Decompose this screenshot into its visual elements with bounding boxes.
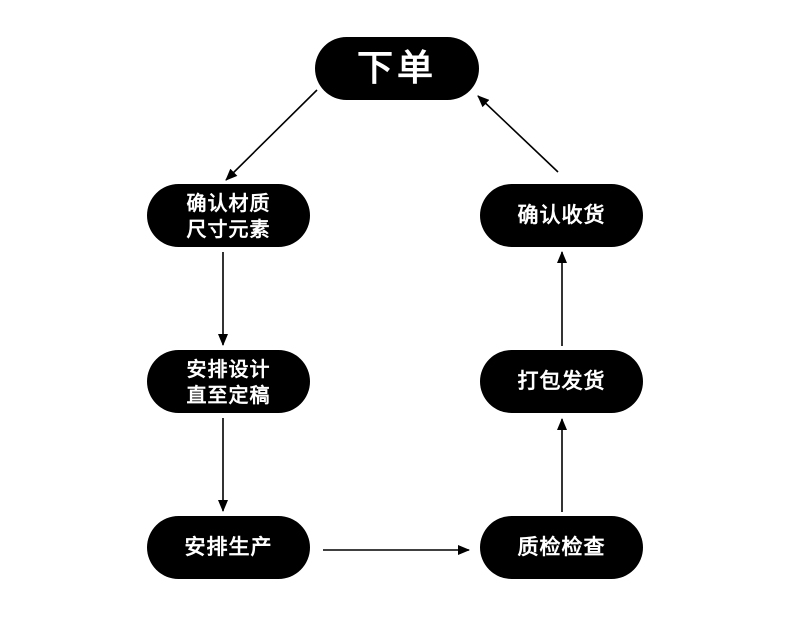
node-arrange-design-line-1: 安排设计 <box>186 356 271 381</box>
node-pack-ship: 打包发货 <box>480 350 643 413</box>
node-quality-check-label: 质检检查 <box>517 535 606 559</box>
node-quality-check: 质检检查 <box>480 516 643 579</box>
node-confirm-receipt-label: 确认收货 <box>517 203 606 227</box>
node-arrange-design: 安排设计 直至定稿 <box>147 350 310 413</box>
node-arrange-production-label: 安排生产 <box>184 535 273 559</box>
node-pack-ship-label: 打包发货 <box>517 369 606 393</box>
arrow-confirm-receipt-to-start <box>477 95 559 173</box>
node-confirm-material-line-2: 尺寸元素 <box>186 216 271 241</box>
node-confirm-receipt: 确认收货 <box>480 184 643 247</box>
node-arrange-production: 安排生产 <box>147 516 310 579</box>
node-confirm-material: 确认材质 尺寸元素 <box>147 184 310 247</box>
node-confirm-material-line-1: 确认材质 <box>186 190 271 215</box>
node-place-order: 下单 <box>315 37 479 100</box>
arrow-start-to-confirm-material <box>225 89 318 181</box>
node-arrange-design-line-2: 直至定稿 <box>186 382 271 407</box>
node-place-order-label: 下单 <box>356 47 437 89</box>
